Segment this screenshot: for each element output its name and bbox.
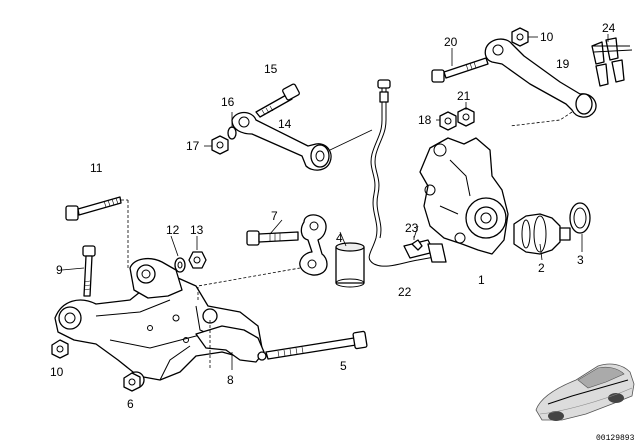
callout-9: 9 <box>56 263 63 277</box>
upper-link-14 <box>231 111 373 171</box>
circlip-3 <box>569 202 591 234</box>
wheel-hub-2 <box>513 213 571 255</box>
callout-18: 18 <box>418 113 432 127</box>
nut-10-upper <box>511 27 529 47</box>
nut-17 <box>211 135 229 155</box>
bolt-15 <box>255 83 300 118</box>
bolt-20 <box>431 57 489 83</box>
callout-5: 5 <box>340 359 347 373</box>
callout-21: 21 <box>457 89 471 103</box>
callout-1: 1 <box>478 273 485 287</box>
catalog-number: 00129893 <box>596 434 635 443</box>
callout-6: 6 <box>127 397 134 411</box>
sleeve-4 <box>335 242 365 288</box>
callout-7: 7 <box>271 209 278 223</box>
nut-21 <box>457 107 475 127</box>
callout-10b: 10 <box>540 30 554 44</box>
callout-4: 4 <box>336 231 343 245</box>
control-link-7 <box>246 214 328 276</box>
nut-6 <box>123 372 141 392</box>
abs-sensor-cable-22 <box>368 79 447 267</box>
callout-2: 2 <box>538 261 545 275</box>
washer-16 <box>227 126 237 140</box>
callout-16: 16 <box>221 95 235 109</box>
callout-13: 13 <box>190 223 204 237</box>
callout-20: 20 <box>444 35 458 49</box>
callout-23: 23 <box>405 221 419 235</box>
bolt-11 <box>65 196 129 268</box>
nut-18 <box>439 111 457 131</box>
bolt-9 <box>82 245 96 297</box>
wheel-carrier-1 <box>403 137 509 259</box>
car-thumbnail <box>530 350 636 428</box>
callout-8: 8 <box>227 373 234 387</box>
callout-14: 14 <box>278 117 292 131</box>
callout-17: 17 <box>186 139 200 153</box>
callout-24: 24 <box>602 21 616 35</box>
callout-15: 15 <box>264 62 278 76</box>
clip-kit-24 <box>591 37 633 87</box>
callout-19: 19 <box>556 57 570 71</box>
nut-13 <box>188 251 207 269</box>
washer-12 <box>174 257 186 273</box>
callout-11: 11 <box>90 161 103 175</box>
callout-12: 12 <box>166 223 180 237</box>
bolt-5 <box>257 330 368 361</box>
callout-10a: 10 <box>50 365 64 379</box>
upper-wishbone-19 <box>484 38 597 127</box>
nut-10-lower <box>51 339 69 359</box>
callout-22: 22 <box>398 285 412 299</box>
callout-3: 3 <box>577 253 584 267</box>
